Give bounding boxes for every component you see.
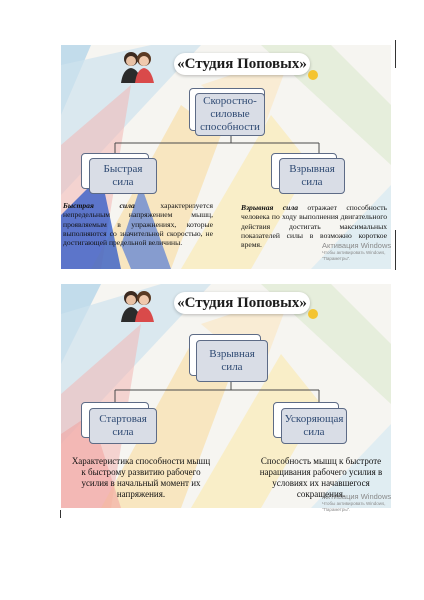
page-edge-mark: [395, 40, 396, 68]
slide-1: «Студия Поповых» Скоростно- силовые спос…: [61, 45, 391, 269]
left-description: Характеристика способности мышц к быстро…: [71, 456, 211, 499]
couple-avatar-icon: [121, 52, 154, 83]
couple-avatar-icon: [121, 291, 154, 322]
watermark-line-1: Чтобы активировать Windows,: [322, 250, 386, 255]
windows-activation-watermark-2: Активация Windows Чтобы активировать Win…: [322, 492, 391, 512]
connector-lines: [114, 131, 320, 155]
left-node: Быстрая сила: [89, 158, 157, 194]
root-node: Взрывная сила: [196, 340, 268, 382]
watermark-title: Активация Windows: [322, 241, 392, 250]
banner-title: «Студия Поповых»: [174, 292, 310, 314]
slide-2: «Студия Поповых» Взрывная сила Стартовая…: [61, 284, 391, 508]
star-icon: [308, 70, 318, 80]
right-description-text: отражает способность человека по ходу вы…: [241, 203, 387, 250]
star-icon: [308, 309, 318, 319]
left-description: Быстрая сила характеризуется непредельны…: [63, 201, 213, 247]
right-node: Ускоряющая сила: [281, 408, 347, 444]
page-edge-mark: [60, 510, 61, 518]
windows-activation-watermark-1: Активация Windows Чтобы активировать Win…: [322, 241, 391, 261]
watermark-title: Активация Windows: [322, 492, 392, 501]
banner-title: «Студия Поповых»: [174, 53, 310, 75]
right-description-term: Взрывная сила: [241, 203, 299, 212]
left-description-text: характеризуется непредельным напряжением…: [63, 201, 213, 248]
left-description-term: Быстрая сила: [63, 201, 135, 210]
connector-lines: [114, 378, 320, 404]
right-node: Взрывная сила: [279, 158, 345, 194]
page-edge-mark: [395, 230, 396, 270]
root-node: Скоростно- силовые способности: [195, 93, 265, 136]
left-node: Стартовая сила: [89, 408, 157, 444]
watermark-line-1: Чтобы активировать Windows,: [322, 501, 386, 506]
right-description: Способность мышц к быстроте наращивания …: [259, 456, 383, 499]
watermark-line-2: "Параметры".: [322, 255, 351, 261]
watermark-line-2: "Параметры".: [322, 506, 351, 512]
right-description: Взрывная сила отражает способность челов…: [241, 203, 387, 249]
